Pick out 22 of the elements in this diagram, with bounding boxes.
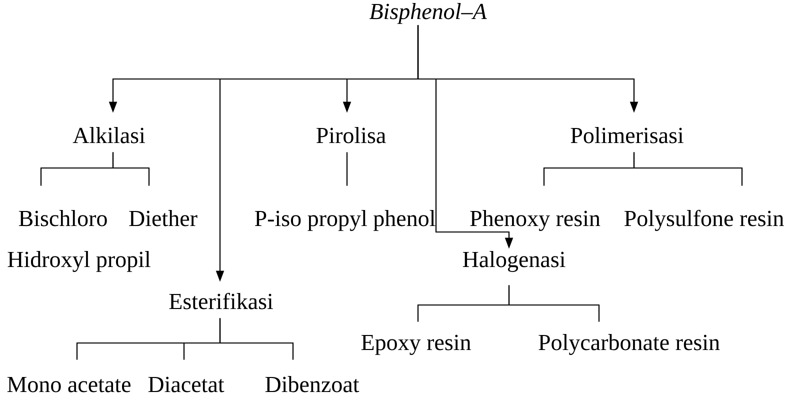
product-label: Diether	[129, 210, 198, 226]
connector-line	[219, 318, 294, 360]
product-label: Polycarbonate resin	[538, 334, 720, 355]
root-label: Bisphenol–A	[369, 3, 487, 24]
connector-line	[112, 152, 150, 186]
branch-label: Esterifikasi	[169, 292, 273, 310]
branch-label: Alkilasi	[72, 127, 145, 144]
product-label: Mono acetate	[7, 376, 130, 392]
product-label: P-iso propyl phenol	[254, 210, 436, 231]
branch-label: Polimerisasi	[570, 127, 684, 144]
branch-label: Pirolisa	[316, 127, 386, 144]
product-label: Hidroxyl propil	[8, 251, 150, 272]
product-label: Dibenzoat	[265, 376, 360, 392]
connector-line	[633, 152, 743, 186]
product-label: Polysulfone resin	[624, 210, 784, 231]
product-label: Bischloro	[18, 210, 107, 226]
product-label: Epoxy resin	[361, 334, 471, 355]
connector-line	[508, 285, 600, 322]
connector-line	[346, 152, 348, 186]
product-label: Diacetat	[148, 376, 224, 392]
branch-label: Halogenasi	[462, 251, 566, 272]
product-label: Phenoxy resin	[470, 210, 600, 231]
